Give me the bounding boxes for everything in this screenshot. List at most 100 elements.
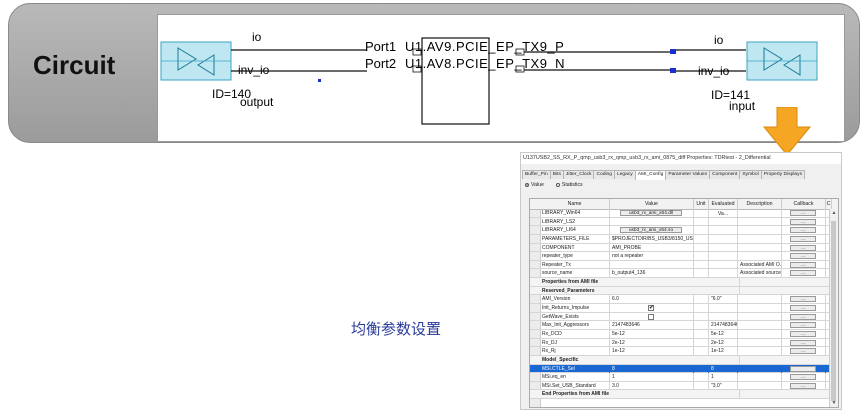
col-value[interactable]: Value	[610, 199, 694, 209]
property-description	[738, 304, 782, 313]
col-unit[interactable]: Unit	[694, 199, 709, 209]
property-value[interactable]: 2147483646	[610, 321, 694, 330]
property-value[interactable]: not a repeater	[610, 252, 694, 261]
radio-value[interactable]: Value	[525, 182, 544, 188]
property-value[interactable]: $PROJECTDIR/BS_USB3/8150_USB3...	[612, 234, 694, 243]
right-id-label: ID=141	[711, 88, 750, 102]
callback-button[interactable]: ...	[790, 270, 816, 277]
property-value[interactable]: usb3_rx_ami_x64.dll	[610, 209, 694, 217]
callback-button[interactable]: ...	[790, 339, 816, 346]
col-description[interactable]: Description	[738, 199, 782, 209]
evaluated-value: 2e-12	[709, 338, 738, 347]
callback-button[interactable]: ...	[790, 322, 816, 329]
col-evaluated[interactable]: Evaluated Va...	[709, 199, 738, 217]
radio-statistics[interactable]: Statistics	[555, 182, 583, 188]
property-unit	[694, 312, 709, 321]
tab-ami-config[interactable]: AMI_Config	[634, 170, 667, 180]
property-value[interactable]: 2e-12	[610, 338, 694, 347]
property-description	[738, 347, 782, 356]
table-row[interactable]: LIBRARY_LS2...	[530, 217, 838, 227]
left-port-symbol[interactable]	[160, 41, 232, 81]
right-port-symbol[interactable]	[746, 41, 818, 81]
callback-button[interactable]: ...	[790, 382, 816, 389]
property-value[interactable]: b_output4_136	[610, 269, 694, 278]
callback-button[interactable]: ...	[790, 330, 816, 337]
property-value[interactable]: 8	[610, 364, 694, 373]
callback-button[interactable]: ...	[790, 348, 816, 355]
property-value[interactable]: 5e-12	[610, 329, 694, 338]
col-c[interactable]: C	[826, 199, 832, 209]
col-callback[interactable]: Callback	[782, 199, 826, 209]
tab-parameter-values[interactable]: Parameter Values	[665, 170, 711, 179]
callback-button[interactable]: ...	[790, 305, 816, 312]
callback-button[interactable]: ...	[790, 261, 816, 268]
property-value[interactable]: ✔	[610, 304, 694, 313]
tab-coding[interactable]: Coding	[593, 170, 615, 179]
property-name: Init_Returns_Impulse	[540, 304, 610, 313]
table-row[interactable]: GetWave_Exists...	[530, 312, 838, 322]
property-value[interactable]: 1	[610, 373, 694, 382]
property-value[interactable]	[610, 217, 694, 226]
vertical-scrollbar[interactable]: ▲ ▼	[829, 209, 838, 407]
property-name: LIBRARY_LS2	[540, 217, 610, 226]
evaluated-value	[709, 209, 738, 217]
tab-symbol[interactable]: Symbol	[739, 170, 762, 179]
callback-button[interactable]: ...	[790, 365, 816, 372]
callback-button[interactable]: ...	[790, 227, 816, 234]
callback-button[interactable]: ...	[790, 244, 816, 251]
port1-label: Port1	[365, 39, 396, 54]
component-box[interactable]	[421, 37, 490, 125]
property-value[interactable]: usb3_rx_ami_x64.so	[610, 226, 694, 235]
scroll-thumb[interactable]	[831, 221, 836, 401]
property-value[interactable]	[610, 260, 694, 269]
evaluated-value: "6.0"	[709, 295, 738, 304]
callback-button[interactable]: ...	[790, 218, 816, 225]
tab-jitter-clock[interactable]: Jitter_Clock	[562, 170, 595, 179]
property-value[interactable]: 1e-12	[610, 347, 694, 356]
property-value[interactable]: AMI_PROBE	[610, 243, 694, 252]
callback-button[interactable]: ...	[790, 374, 816, 381]
callback-button[interactable]: ...	[790, 210, 816, 216]
table-row[interactable]: Init_Returns_Impulse ✔...	[530, 304, 838, 313]
col-name[interactable]: Name	[540, 199, 610, 209]
callback-button[interactable]: ...	[790, 235, 816, 242]
callback-cell: ...	[782, 329, 826, 338]
callback-button[interactable]: ...	[790, 296, 816, 303]
table-row[interactable]: PARAMETERS_FILE$PROJECTDIR/BS_USB3/8150_…	[530, 234, 838, 244]
annotation-label: 均衡参数设置	[351, 320, 442, 338]
section-label: Reserved_Parameters	[540, 286, 740, 295]
property-value[interactable]: 6.0	[610, 295, 694, 304]
section-label: Model_Specific	[540, 355, 740, 364]
section-row: Properties from AMI file	[530, 278, 838, 287]
scroll-up-icon[interactable]: ▲	[831, 210, 837, 216]
tab-legacy[interactable]: Legacy	[613, 170, 636, 179]
callback-button[interactable]: ...	[790, 253, 816, 260]
tab-component[interactable]: Component	[709, 170, 741, 179]
library-file-button[interactable]: usb3_rx_ami_x64.so	[620, 227, 682, 234]
tab-property-displays[interactable]: Property Displays	[760, 170, 806, 179]
callback-button[interactable]: ...	[790, 313, 816, 320]
property-description	[738, 209, 782, 217]
tab-bits[interactable]: Bits	[549, 170, 564, 179]
scroll-down-icon[interactable]: ▼	[831, 400, 837, 406]
property-value[interactable]: 3.0	[610, 381, 694, 390]
property-checkbox[interactable]: ✔	[648, 305, 655, 312]
property-checkbox[interactable]	[648, 313, 654, 320]
library-file-button[interactable]: usb3_rx_ami_x64.dll	[620, 210, 682, 216]
tab-buffer-pin[interactable]: Buffer_Pin	[522, 170, 551, 179]
property-value[interactable]	[610, 312, 694, 321]
